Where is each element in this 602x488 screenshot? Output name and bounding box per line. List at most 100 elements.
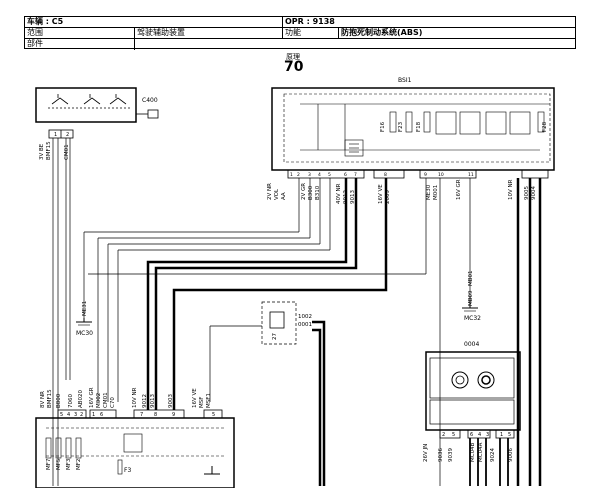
bot-g-label: 9006 bbox=[508, 448, 514, 462]
mid-pin-3: 3 bbox=[74, 412, 77, 418]
bsi-pin-11: 11 bbox=[468, 172, 474, 178]
c400-pin-1: 1 bbox=[54, 132, 57, 138]
bot-pin-3: 6 bbox=[470, 432, 473, 438]
bsi-pin-8: 8 bbox=[384, 172, 387, 178]
c400-pin-b-label: CM01 bbox=[64, 144, 70, 160]
bsi1-connector-right bbox=[419, 169, 477, 179]
function-label: 功能 bbox=[283, 28, 339, 39]
relay-box bbox=[261, 301, 297, 345]
mid-pin-8: 8 bbox=[154, 412, 157, 418]
part-label: 部件 bbox=[25, 39, 135, 50]
mf2-label: MF2 bbox=[76, 459, 82, 470]
bot-a-label: 26V JN bbox=[423, 444, 429, 462]
ground-me31-label: ME31 bbox=[82, 301, 88, 316]
bsi-pin-1: 1 bbox=[290, 172, 293, 178]
mid-h3-label: MSF1 bbox=[206, 393, 212, 408]
function-value: 防抱死制动系统(ABS) bbox=[341, 28, 423, 37]
mf5-label: MF5 bbox=[56, 458, 62, 470]
c400-label: C400 bbox=[142, 97, 158, 104]
header-row-1: 车辆 : C5 OPR : 9138 bbox=[25, 17, 575, 28]
bsi-pin-6: 6 bbox=[344, 172, 347, 178]
c400-box bbox=[35, 87, 137, 123]
bsi-g-color-label: 10V NR bbox=[508, 179, 514, 200]
ground-mc32-label: MC32 bbox=[464, 315, 481, 322]
fuse-f18-label: F18 bbox=[416, 121, 422, 132]
mid-a-label: 8V NR bbox=[40, 391, 46, 408]
bot-c-label: 9039 bbox=[448, 448, 454, 462]
header-row-2: 范围 驾驶辅助装置 功能 防抱死制动系统(ABS) bbox=[25, 28, 575, 39]
mid-f3-label: 9013 bbox=[150, 394, 156, 408]
mid-pin-6: 6 bbox=[100, 412, 103, 418]
mf7-label: MF7 bbox=[46, 458, 52, 470]
bsi-pin-9: 9 bbox=[424, 172, 427, 178]
mid-h-label: 16V VE bbox=[192, 388, 198, 408]
bot-pin-4: 4 bbox=[478, 432, 481, 438]
thick-wires bbox=[146, 178, 542, 486]
bsi-a-wire-label: AA bbox=[281, 192, 287, 200]
bsi-g-code-label: 9005 bbox=[524, 186, 530, 200]
bsi-b-color-label: 2V GR bbox=[301, 183, 307, 200]
bsi-pin-numbers: 1 2 3 4 5 6 7 8 9 10 11 bbox=[290, 172, 474, 178]
opr-cell: OPR : 9138 bbox=[285, 17, 335, 26]
bot-f-label: 9024 bbox=[490, 448, 496, 462]
bot-pin-5: 3 bbox=[486, 432, 489, 438]
mid-pin-5: 1 bbox=[92, 412, 95, 418]
bsi1-connector-left bbox=[287, 169, 365, 179]
bsi-pin-2: 2 bbox=[297, 172, 300, 178]
ground-mc30-label: MC30 bbox=[76, 330, 93, 337]
bot-b-label: 9036 bbox=[438, 448, 444, 462]
bsi-pin-7: 7 bbox=[354, 172, 357, 178]
c400-pin-a-label: BMF15 bbox=[46, 141, 52, 160]
module-0004-label: 0004 bbox=[464, 341, 479, 348]
bot-pin-6: 1 bbox=[500, 432, 503, 438]
scope-value: 驾驶辅助装置 bbox=[135, 28, 283, 39]
relay-b-label: 0001 bbox=[298, 322, 312, 328]
bsi-d-code-label: 2009 bbox=[385, 190, 391, 204]
scope-label: 范围 bbox=[25, 28, 135, 39]
bsi-d-color-label: 16V VE bbox=[378, 184, 384, 204]
ground-mb09-label: MB09 bbox=[468, 290, 474, 306]
bsi-c-wire-label: 9013 bbox=[350, 190, 356, 204]
mid-c-label: 7060 bbox=[68, 394, 74, 408]
header-table: 车辆 : C5 OPR : 9138 范围 驾驶辅助装置 功能 防抱死制动系统(… bbox=[24, 16, 576, 50]
header-row-3: 部件 bbox=[25, 39, 575, 50]
bsi-pin-3: 3 bbox=[308, 172, 311, 178]
bsi-e-code-label: M001 bbox=[433, 185, 439, 200]
bot-e-label: MC04A bbox=[478, 442, 484, 462]
bsi-c-code-label: 9012 bbox=[343, 190, 349, 204]
c400-pin-2: 2 bbox=[66, 132, 69, 138]
mid-e2-label: M002 bbox=[96, 393, 102, 408]
mid-b-label: B800 bbox=[56, 393, 62, 408]
bsi-a-color-label: 2V NR bbox=[267, 183, 273, 200]
mid-pin-1: 5 bbox=[60, 412, 63, 418]
bsi-a-code-label: VOL bbox=[274, 188, 280, 200]
bsi-f-color-label: 16V GR bbox=[456, 179, 462, 200]
label-mb01: MB01 bbox=[468, 270, 474, 286]
c400-switch-symbols bbox=[48, 94, 130, 109]
abs-module-internal bbox=[45, 427, 226, 475]
thin-wires bbox=[52, 138, 471, 486]
bsi1-box bbox=[271, 87, 555, 171]
bsi-e-color-label: ME30 bbox=[426, 184, 432, 200]
vehicle-cell: 车辆 : C5 bbox=[25, 17, 283, 28]
mid-pin-10: 5 bbox=[212, 412, 215, 418]
bsi1-internal bbox=[300, 103, 550, 157]
mid-pin-7: 7 bbox=[140, 412, 143, 418]
relay-a-label: 1002 bbox=[298, 314, 312, 320]
bsi1-connector-mid bbox=[373, 169, 405, 179]
c400-connector-icon bbox=[147, 109, 159, 119]
page-title-number: 70 bbox=[284, 59, 304, 75]
mid-pin-2: 4 bbox=[67, 412, 70, 418]
bot-pin-1: 2 bbox=[442, 432, 445, 438]
bsi1-connector-far bbox=[521, 169, 549, 179]
mid-f-label: 10V NR bbox=[132, 387, 138, 408]
bsi-c-color-label: 40V NR bbox=[336, 183, 342, 204]
bsi-b-code-label: B300 bbox=[308, 185, 314, 200]
page-title-label: 原理 bbox=[286, 53, 300, 61]
relay-c-label: 27 bbox=[272, 333, 278, 340]
mid-g-label: 9003 bbox=[168, 394, 174, 408]
mid-pin-4: 2 bbox=[80, 412, 83, 418]
bsi-b-wire-label: B310 bbox=[315, 185, 321, 200]
mid-e4-label: C70 bbox=[110, 397, 116, 408]
